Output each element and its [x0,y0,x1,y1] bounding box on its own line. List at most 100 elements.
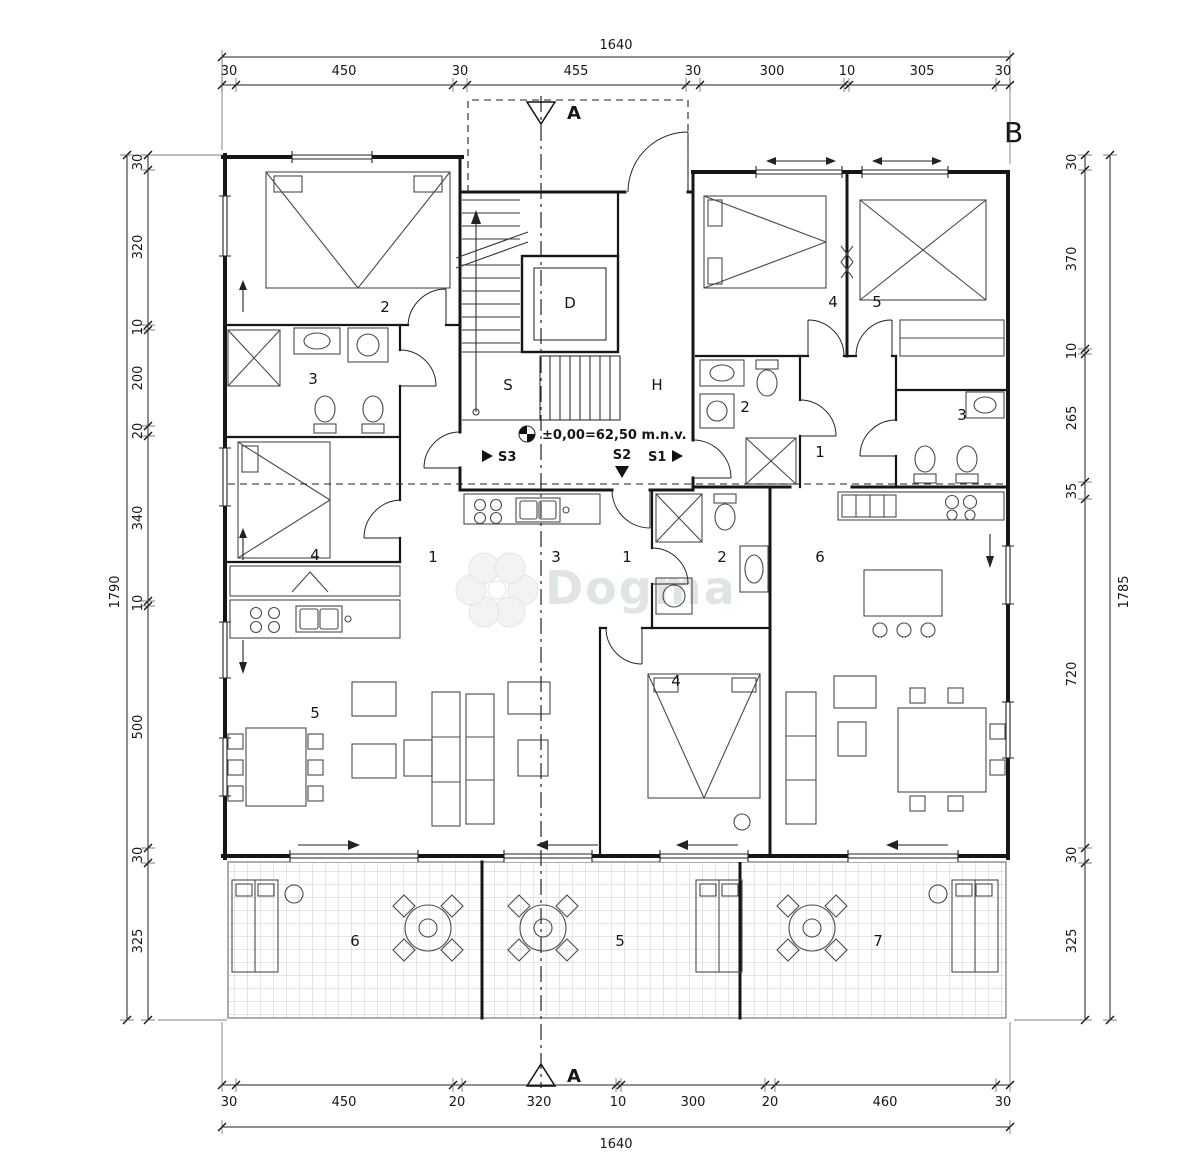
bathroom-fixtures-icon [913,391,1005,484]
elevator-label: D [564,294,576,312]
room-labels: 2 3 4 1 5 3 1 2 4 4 5 2 1 3 6 6 5 7 [308,293,967,950]
living-furniture-icon [465,681,551,825]
apartment-left-furniture [227,171,461,827]
dim-label: 30 [685,64,702,79]
dim-chain-right: 30 370 10 265 35 720 30 325 1785 [1014,150,1132,1025]
apartment-right-furniture [699,195,1006,825]
room-label-left-living: 5 [310,704,320,722]
terrace-furniture [231,879,999,973]
plant-icon [928,884,948,904]
room-label-center-bathroom: 2 [717,548,727,566]
apartment-left-walls [223,323,462,564]
apartment-center-walls [598,488,772,858]
overhead-dashed-lines [228,99,1004,485]
kitchen-icon [229,565,401,639]
dim-label: 455 [564,64,589,79]
dim-label: 340 [131,506,146,531]
terrace-table-icon [507,894,579,962]
dim-label: 325 [131,929,146,954]
room-label-center-bedroom: 4 [671,672,681,690]
room-label-right-hall: 1 [815,443,825,461]
dim-label: 10 [610,1095,627,1110]
dim-label: 305 [910,64,935,79]
dim-label: 20 [449,1095,466,1110]
dim-label: 325 [1065,929,1080,954]
dim-label: 500 [131,715,146,740]
room-label-right-bedroom2: 5 [872,293,882,311]
s2-marker-label: S2 [613,448,631,463]
dim-label: 30 [452,64,469,79]
terraces [227,860,1007,1020]
room-label-right-living: 6 [815,548,825,566]
dim-chain-top: 1640 30 450 30 455 30 300 10 305 30 [217,38,1015,164]
dim-label: 1640 [599,1137,632,1152]
s1-marker-icon [672,450,683,462]
room-label-right-bedroom: 4 [828,293,838,311]
kitchen-icon [463,493,601,525]
building-label: B [1004,116,1023,149]
dim-label: 30 [221,1095,238,1110]
dim-label: 10 [1065,343,1080,360]
lounger-icon [231,879,279,973]
room-label-left-bathroom: 3 [308,370,318,388]
dim-label: 30 [995,64,1012,79]
section-marker-bottom-icon [525,1062,557,1087]
living-furniture-icon [785,675,1006,825]
dim-label: 10 [131,319,146,336]
apartment-right-walls [691,170,1010,489]
watermark: Dogma [455,552,735,628]
staircase: D S H [455,199,663,421]
terrace-table-icon [392,894,464,962]
entry-markers: S3 S2 S1 [482,448,683,478]
room-label-left-bedroom: 2 [380,298,390,316]
closet-icon [899,319,1005,357]
room-label-right-bathroom2: 3 [957,406,967,424]
s3-marker-icon [482,450,493,462]
dim-label: 10 [131,595,146,612]
dim-label: 35 [1065,483,1080,500]
dim-label: 265 [1065,406,1080,431]
bed-icon [237,441,331,559]
dim-label: 1790 [108,575,123,608]
dim-label: 10 [839,64,856,79]
dim-chain-left: 1790 30 320 10 200 20 340 10 500 30 325 [108,150,227,1025]
dim-label: 300 [760,64,785,79]
dim-label: 460 [873,1095,898,1110]
bed-icon [859,199,987,301]
windows [219,151,1014,862]
dim-label: 1640 [599,38,632,53]
bed-icon [647,673,761,831]
dim-label: 720 [1065,662,1080,687]
elevation-note: ±0,00=62,50 m.n.v. [542,428,687,443]
dim-label: 450 [332,1095,357,1110]
section-marker-bottom-label: A [567,1066,581,1087]
bed-icon [703,195,827,289]
section-marker-top-label: A [567,103,581,124]
dim-label: 1785 [1117,575,1132,608]
apartment-center-furniture [463,493,769,831]
bathroom-fixtures-icon [699,359,797,485]
dim-label: 320 [527,1095,552,1110]
watermark-flower-icon [455,552,539,628]
plant-icon [284,884,304,904]
dim-label: 320 [131,235,146,260]
s3-marker-label: S3 [498,450,516,465]
dim-chain-bottom: 30 450 20 320 10 300 20 460 30 1640 [217,1022,1015,1152]
lounger-icon [695,879,743,973]
hall-label: H [651,376,662,394]
dim-label: 30 [1065,154,1080,171]
room-label-left-hall: 1 [428,548,438,566]
dim-label: 450 [332,64,357,79]
room-label-left-bedroom2: 4 [310,546,320,564]
section-marker-top-icon [525,101,557,126]
dim-label: 30 [131,154,146,171]
s2-marker-icon [615,466,629,478]
dim-label: 300 [681,1095,706,1110]
section-line-a: A A [525,96,581,1088]
dim-label: 370 [1065,247,1080,272]
room-label-terrace-middle: 5 [615,932,625,950]
kitchen-icon [837,491,1005,638]
terrace-table-icon [776,894,848,962]
s1-marker-label: S1 [648,450,666,465]
